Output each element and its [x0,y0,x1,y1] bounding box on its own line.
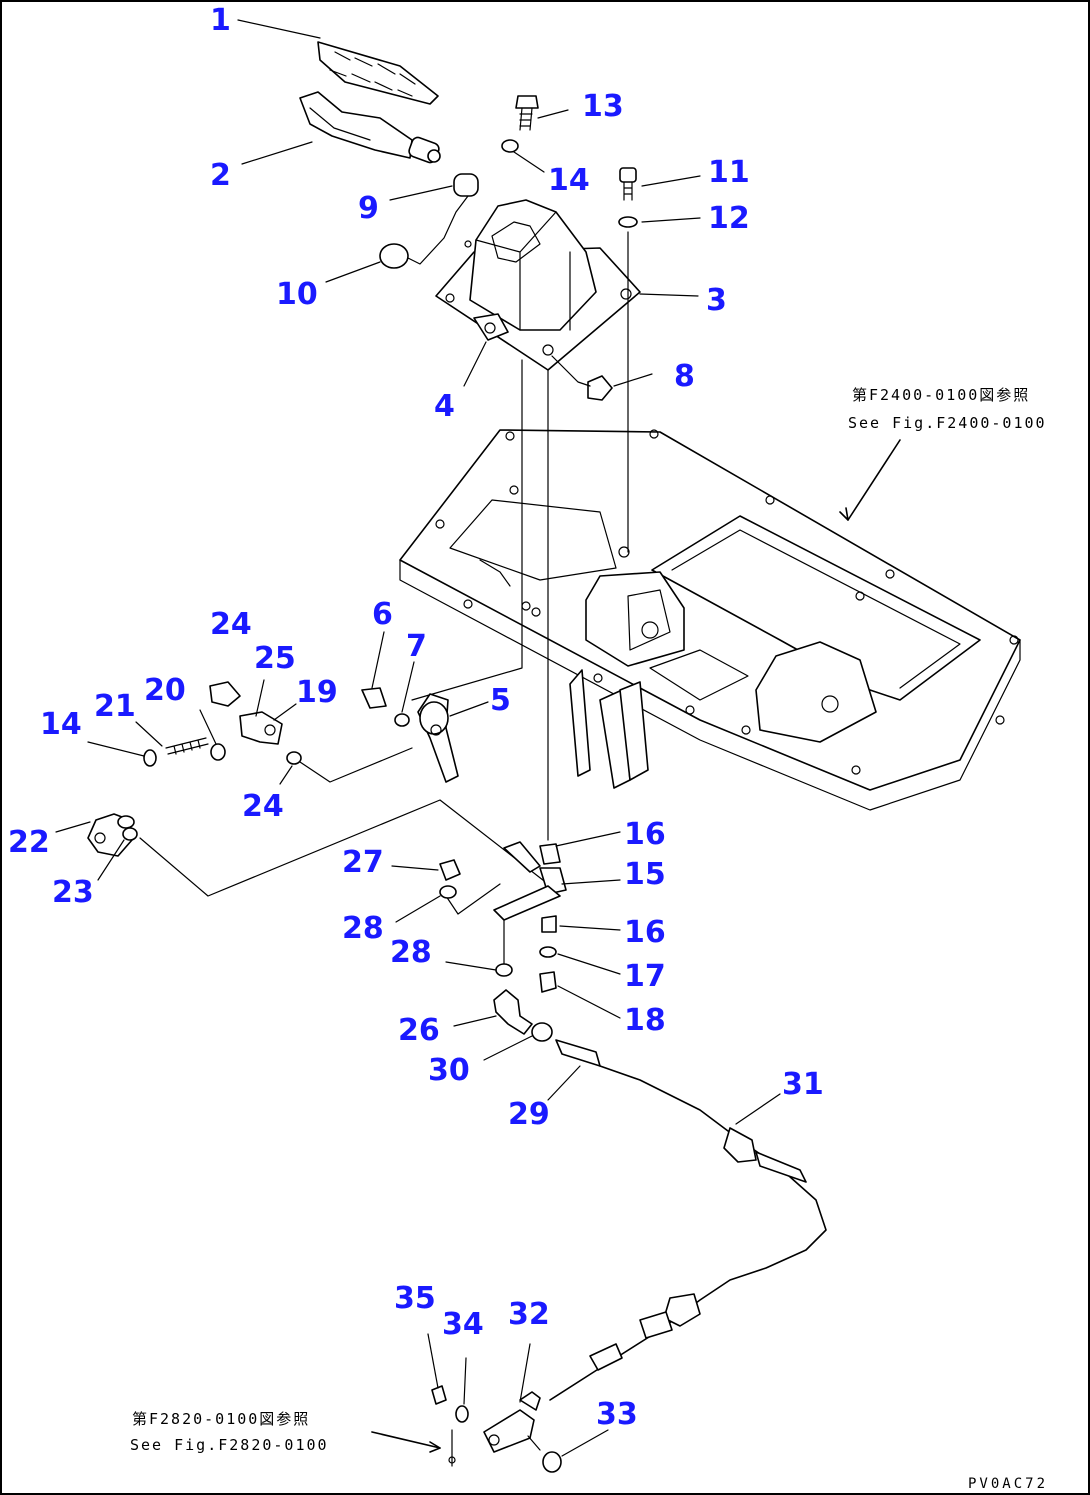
part-13-bolt [515,95,539,131]
callout-27: 27 [342,845,384,880]
callout-10: 10 [276,277,318,312]
callout-33: 33 [596,1397,638,1432]
callout-1: 1 [210,3,231,38]
part-4-bracket [473,313,509,341]
callout-21: 21 [94,689,136,724]
callout-32: 32 [508,1297,550,1332]
lower-linkage [439,841,601,1067]
callout-30: 30 [428,1053,470,1088]
part-11-bolt [619,167,637,201]
callout-11: 11 [708,155,750,190]
callout-26: 26 [398,1013,440,1048]
callout-13: 13 [582,89,624,124]
reference-note-bottom-en: See Fig.F2820-0100 [130,1436,329,1454]
rod-assembly-line [139,799,549,897]
callout-28: 28 [342,911,384,946]
assembly-lines [407,195,629,841]
callout-14: 14 [548,163,590,198]
callout-16: 16 [624,817,666,852]
callout-28-lower: 28 [390,935,432,970]
callout-19: 19 [296,675,338,710]
callout-2: 2 [210,158,231,193]
callout-14-left: 14 [40,707,82,742]
reference-note-top-en: See Fig.F2400-0100 [848,414,1047,432]
reference-note-top-jp: 第F2400-0100図参照 [852,386,1030,404]
part-12-washer [618,216,638,228]
part-3-bracket [435,199,641,371]
callout-12: 12 [708,201,750,236]
drawing-code: PV0AC72 [968,1476,1048,1492]
callout-17: 17 [624,959,666,994]
part-31-cable [549,1065,827,1401]
callout-24-lower: 24 [242,789,284,824]
part-8-leader [551,355,591,387]
part-1-pedal-pad [317,41,439,105]
callout-29: 29 [508,1097,550,1132]
part-7-washer [394,713,410,727]
left-linkage [87,681,302,857]
callouts: 1 2 13 14 11 12 9 10 3 8 4 6 7 5 24 25 2… [8,3,824,1432]
floor-plate-holes [435,429,1019,775]
callout-3: 3 [706,283,727,318]
part-14-washer [501,139,519,153]
part-10-cap [379,243,409,269]
callout-23: 23 [52,875,94,910]
callout-35: 35 [394,1281,436,1316]
callout-15: 15 [624,857,666,892]
callout-22: 22 [8,825,50,860]
callout-5: 5 [490,683,511,718]
callout-24: 24 [210,607,252,642]
floor-plate [399,429,1021,811]
callout-31: 31 [782,1067,824,1102]
callout-16-lower: 16 [624,915,666,950]
left-linkage-leader [299,747,413,783]
reference-note-bottom-jp: 第F2820-0100図参照 [132,1410,310,1428]
part-2-pedal [299,91,441,164]
lower-clevis [431,1385,562,1473]
part-8-nut [587,375,613,401]
callout-9: 9 [358,191,379,226]
part-5-lever [417,693,459,783]
callout-4: 4 [434,389,455,424]
callout-34: 34 [442,1307,484,1342]
callout-8: 8 [674,359,695,394]
callout-6: 6 [372,597,393,632]
callout-20: 20 [144,673,186,708]
callout-7: 7 [406,629,427,664]
part-9-bushing [453,173,479,197]
callout-25: 25 [254,641,296,676]
part-6-pin [361,687,387,709]
callout-18: 18 [624,1003,666,1038]
leader-lines [55,19,901,1457]
